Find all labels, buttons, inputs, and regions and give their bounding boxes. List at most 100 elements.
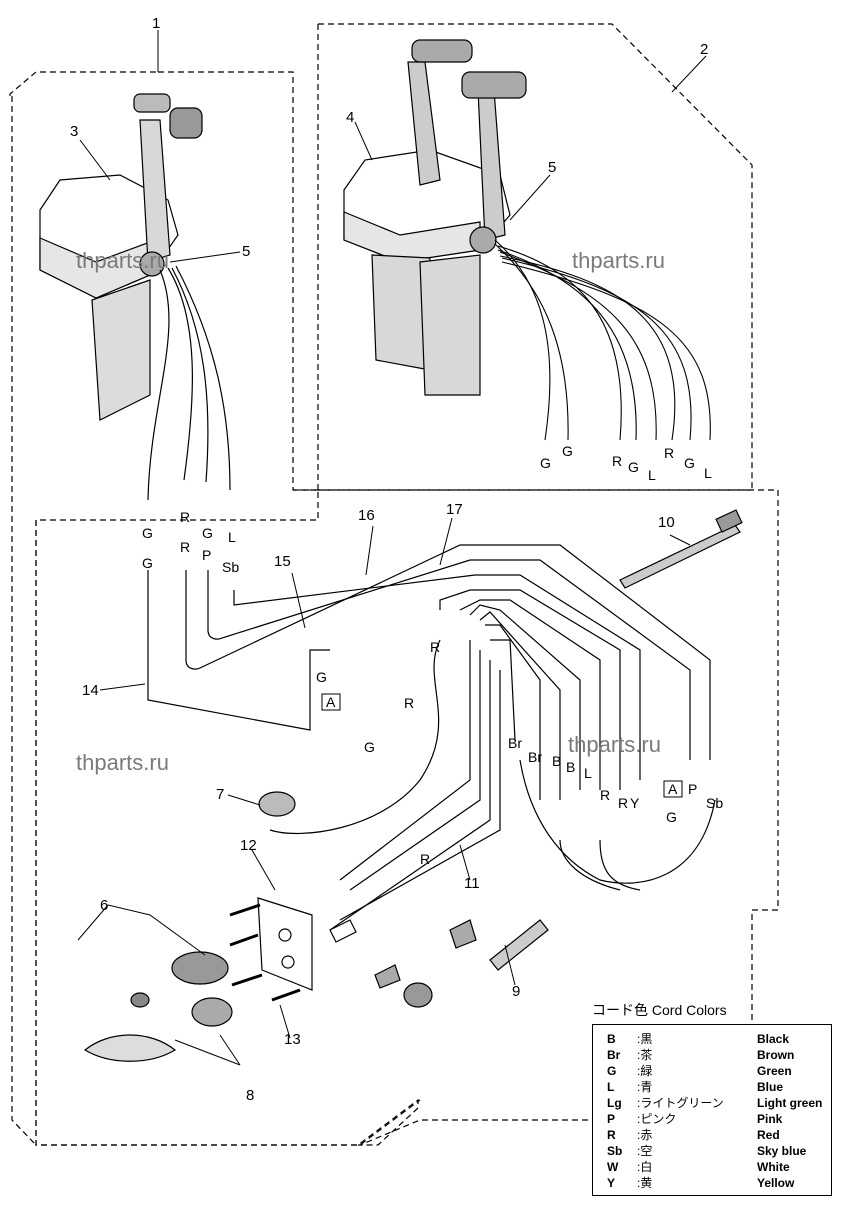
callout-10: 10 (658, 514, 675, 531)
wire-label: Br (528, 749, 542, 765)
wire-labels-right: G G R G L R G L (540, 443, 712, 483)
legend-jp: :ライトグリーン (637, 1096, 724, 1110)
legend-jp: :緑 (637, 1064, 653, 1078)
wire-label: R (180, 539, 190, 555)
group-outlines (9, 23, 779, 1146)
callout-13: 13 (284, 1031, 301, 1048)
wire-label: R (180, 509, 190, 525)
legend-en: Black (757, 1032, 790, 1046)
legend-en: White (757, 1160, 790, 1174)
wire-label: Y (630, 795, 640, 811)
legend-jp: :黒 (637, 1032, 653, 1046)
watermarks: thparts.ru thparts.ru thparts.ru thparts… (76, 248, 665, 775)
wire-label: G (142, 555, 153, 571)
legend-code: Br (607, 1048, 621, 1062)
right-control-leads (494, 239, 711, 441)
legend-jp: :白 (637, 1160, 653, 1174)
callout-17: 17 (446, 501, 463, 518)
callout-5-right: 5 (548, 159, 556, 176)
legend-en: Sky blue (757, 1144, 807, 1158)
legend-row: W :白 White (603, 1159, 826, 1175)
wire-label: L (648, 467, 656, 483)
wire-label: L (704, 465, 712, 481)
legend-en: Light green (757, 1096, 823, 1110)
legend-code: B (607, 1032, 616, 1046)
wire-label: Sb (706, 795, 723, 811)
callout-2: 2 (700, 41, 708, 58)
callout-12: 12 (240, 837, 257, 854)
wire-label: G (364, 739, 375, 755)
leader-lines (77, 30, 707, 1066)
legend-code: L (607, 1080, 615, 1094)
watermark: thparts.ru (572, 248, 665, 273)
wire-labels-harness: G R R R Br Br B B L R R Y G P Sb G (316, 639, 723, 867)
wire-label: R (600, 787, 610, 803)
wire-label: R (618, 795, 628, 811)
legend-row: B :黒 Black (603, 1031, 826, 1047)
callout-labels: 1 2 3 4 5 5 6 7 8 9 10 11 12 13 14 15 16… (70, 15, 708, 1104)
legend-jp: :青 (637, 1080, 653, 1094)
connector-tag: A (326, 694, 336, 710)
legend-row: R :赤 Red (603, 1127, 826, 1143)
legend-jp: :茶 (637, 1048, 653, 1062)
wire-label: B (552, 753, 561, 769)
connector-tag: A (668, 781, 678, 797)
wire-label: R (404, 695, 414, 711)
wire-label: Br (508, 735, 522, 751)
legend-en: Green (757, 1064, 792, 1078)
legend-row: L :青 Blue (603, 1079, 826, 1095)
wire-label: G (666, 809, 677, 825)
single-lever-remote-control (39, 93, 203, 421)
watermark: thparts.ru (568, 732, 661, 757)
main-harness (147, 544, 716, 931)
wire-label: R (612, 453, 622, 469)
callout-14: 14 (82, 682, 99, 699)
callout-5-left: 5 (242, 243, 250, 260)
left-control-leads (147, 265, 231, 501)
legend-row: Br :茶 Brown (603, 1047, 826, 1063)
legend-code: Lg (607, 1096, 622, 1110)
legend-code: R (607, 1128, 616, 1142)
callout-8: 8 (246, 1087, 254, 1104)
legend-row: Y :黄 Yellow (603, 1175, 826, 1191)
callout-9: 9 (512, 983, 520, 1000)
wire-labels-left: G G R R G P L Sb (142, 509, 239, 575)
wire-label: P (202, 547, 211, 563)
legend-title: コード色 Cord Colors (592, 1002, 727, 1018)
wire-label: R (430, 639, 440, 655)
callout-3: 3 (70, 123, 78, 140)
wire-label: L (584, 765, 592, 781)
callout-1: 1 (152, 15, 160, 32)
legend-code: W (607, 1160, 619, 1174)
callout-16: 16 (358, 507, 375, 524)
wire-label: Sb (222, 559, 239, 575)
wire-label: G (684, 455, 695, 471)
wire-label: B (566, 759, 575, 775)
legend-jp: :赤 (637, 1128, 653, 1142)
wire-label: G (142, 525, 153, 541)
watermark: thparts.ru (76, 248, 169, 273)
legend-en: Pink (757, 1112, 783, 1126)
legend-en: Red (757, 1128, 780, 1142)
wire-label: P (688, 781, 697, 797)
legend-en: Yellow (757, 1176, 795, 1190)
legend-jp: :空 (637, 1144, 653, 1158)
legend-jp: :黄 (637, 1176, 653, 1190)
callout-11: 11 (464, 875, 480, 892)
wire-label: G (540, 455, 551, 471)
legend-en: Brown (757, 1048, 795, 1062)
legend-code: Y (607, 1176, 616, 1190)
legend-en: Blue (757, 1080, 784, 1094)
legend-code: P (607, 1112, 616, 1126)
callout-15: 15 (274, 553, 291, 570)
wire-label: L (228, 529, 236, 545)
callout-7: 7 (216, 786, 224, 803)
dual-lever-remote-control (343, 39, 527, 396)
misc-parts (83, 509, 743, 1062)
wire-label: R (664, 445, 674, 461)
callout-4: 4 (346, 109, 354, 126)
